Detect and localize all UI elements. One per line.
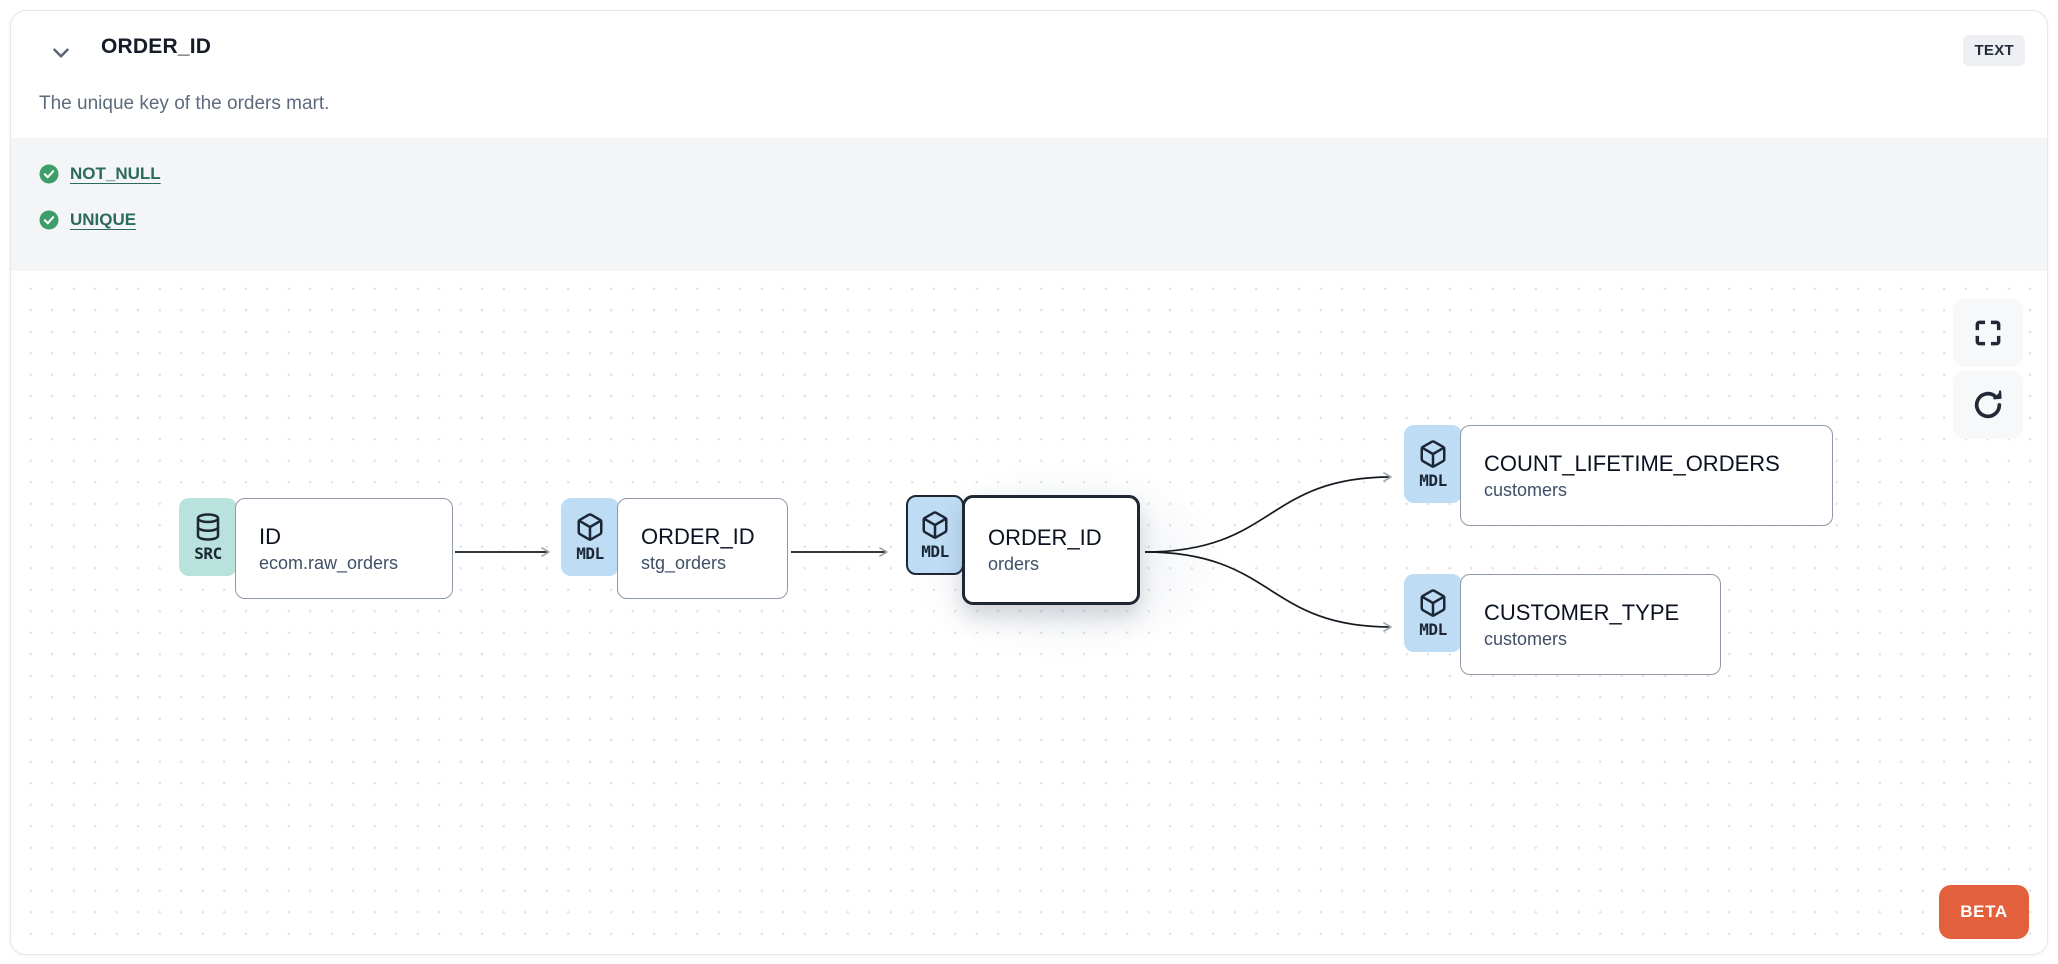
node-body: ORDER_ID stg_orders — [617, 498, 788, 599]
check-circle-icon — [39, 210, 59, 230]
node-body: CUSTOMER_TYPE customers — [1460, 574, 1721, 675]
node-kind-badge: MDL — [1404, 574, 1462, 652]
lineage-edges — [455, 472, 1392, 632]
tests-section: NOT_NULL UNIQUE — [11, 138, 2047, 271]
lineage-node-order-id-orders-selected[interactable]: MDL ORDER_ID orders — [906, 495, 1140, 605]
cube-icon — [922, 510, 948, 539]
beta-badge: BETA — [1939, 885, 2029, 939]
test-row: UNIQUE — [39, 210, 2019, 230]
chevron-down-icon — [53, 48, 69, 58]
node-body: ORDER_ID orders — [962, 495, 1140, 605]
canvas-controls — [1953, 299, 2023, 439]
node-kind-badge: SRC — [179, 498, 237, 576]
maximize-icon — [1975, 320, 2001, 346]
cube-icon — [1420, 588, 1446, 617]
refresh-button[interactable] — [1953, 371, 2023, 439]
lineage-node-order-id-stg-orders[interactable]: MDL ORDER_ID stg_orders — [561, 498, 788, 599]
node-kind-badge: MDL — [1404, 425, 1462, 503]
column-description: The unique key of the orders mart. — [39, 93, 330, 114]
data-type-badge: TEXT — [1963, 35, 2025, 66]
lineage-node-id-ecom-raw-orders[interactable]: SRC ID ecom.raw_orders — [179, 498, 453, 599]
cube-icon — [1420, 439, 1446, 468]
node-body: ID ecom.raw_orders — [235, 498, 453, 599]
check-circle-icon — [39, 164, 59, 184]
cube-icon — [577, 512, 603, 541]
lineage-canvas[interactable]: SRC ID ecom.raw_orders MDL ORDER_ID stg_… — [11, 271, 2047, 954]
header: ORDER_ID TEXT The unique key of the orde… — [11, 11, 2047, 114]
node-body: COUNT_LIFETIME_ORDERS customers — [1460, 425, 1833, 526]
node-kind-badge: MDL — [561, 498, 619, 576]
lineage-node-customer-type-customers[interactable]: MDL CUSTOMER_TYPE customers — [1404, 574, 1721, 675]
database-icon — [196, 512, 220, 541]
fullscreen-button[interactable] — [1953, 299, 2023, 367]
test-row: NOT_NULL — [39, 164, 2019, 184]
lineage-node-count-lifetime-orders-customers[interactable]: MDL COUNT_LIFETIME_ORDERS customers — [1404, 425, 1833, 526]
test-link-unique[interactable]: UNIQUE — [70, 210, 137, 229]
refresh-icon — [1974, 390, 2002, 419]
node-kind-badge: MDL — [906, 495, 964, 575]
collapse-toggle-button[interactable] — [45, 37, 77, 69]
column-detail-card: ORDER_ID TEXT The unique key of the orde… — [10, 10, 2048, 955]
column-title: ORDER_ID — [101, 35, 212, 58]
test-link-not-null[interactable]: NOT_NULL — [70, 164, 161, 183]
